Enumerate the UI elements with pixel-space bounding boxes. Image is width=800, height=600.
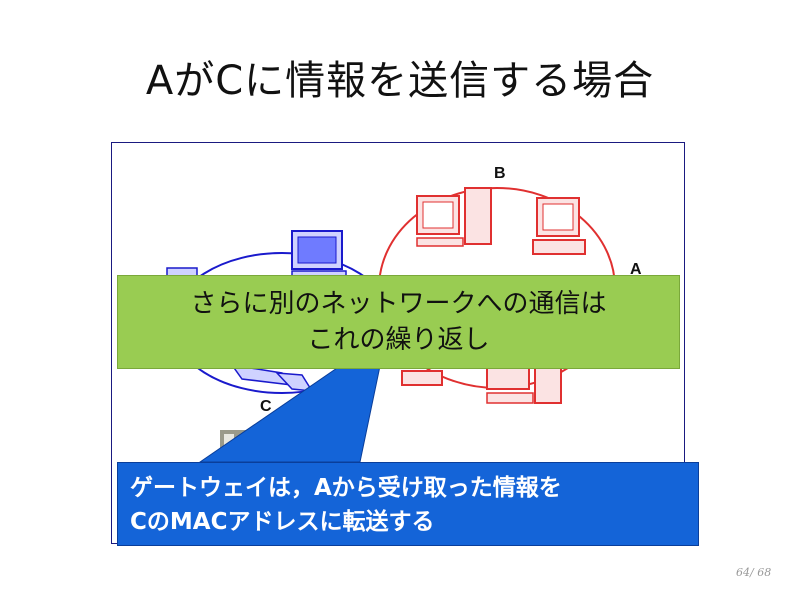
computer-icon: [401, 370, 443, 386]
computer-icon: [416, 187, 492, 247]
blue-callout-line1: ゲートウェイは，Aから受け取った情報を: [130, 475, 562, 501]
blue-callout-box: ゲートウェイは，Aから受け取った情報を CのMACアドレスに転送する: [117, 462, 699, 546]
node-label-a: A: [630, 261, 642, 278]
blue-callout-line2: CのMACアドレスに転送する: [130, 509, 435, 535]
node-label-b: B: [494, 165, 506, 182]
computer-icon: [532, 197, 586, 255]
node-label-c: C: [260, 398, 272, 415]
green-note-box: さらに別のネットワークへの通信は これの繰り返し: [117, 275, 680, 369]
green-note-line1: さらに別のネットワークへの通信は: [190, 289, 607, 319]
green-note-line2: これの繰り返し: [307, 325, 490, 355]
page-number: 64/ 68: [736, 566, 772, 579]
slide-title: AがCに情報を送信する場合: [145, 58, 655, 104]
